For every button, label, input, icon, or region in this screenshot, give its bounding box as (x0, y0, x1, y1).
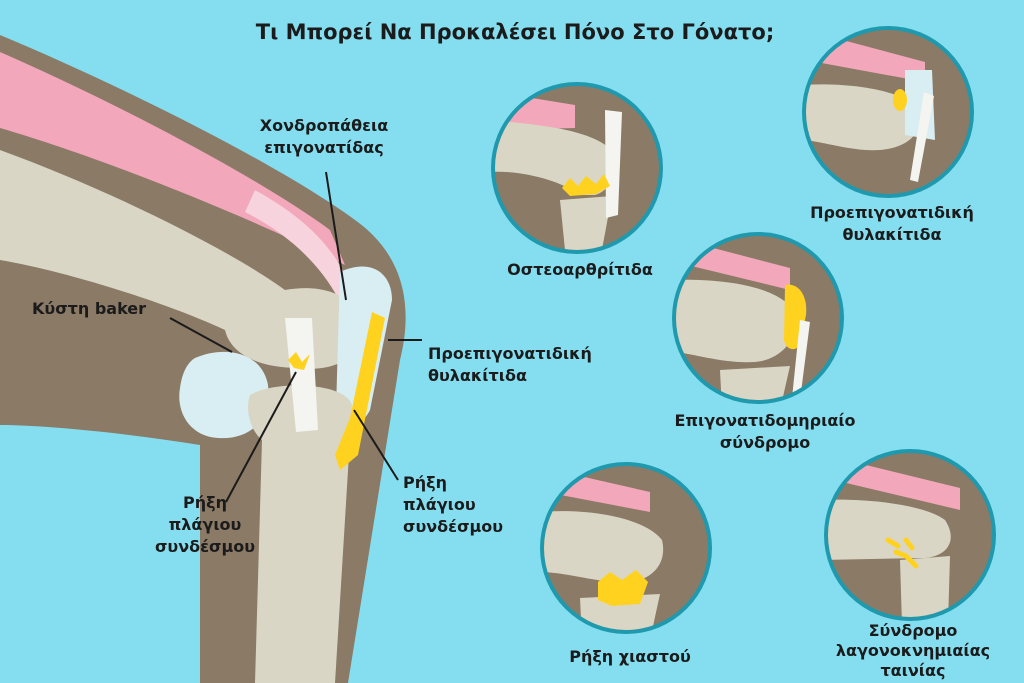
femur-bone (0, 150, 362, 369)
label-baker-cyst: Κύστη baker (32, 299, 147, 318)
label-osteoarthritis: Οστεοαρθρίτιδα (507, 260, 653, 279)
label-patellar-chondropathy: Χονδροπάθεια επιγονατίδας (259, 116, 389, 157)
bursa-highlight (335, 312, 385, 470)
label-prepatellar-bursitis: Προεπιγονατιδική θυλακίτιδα (428, 344, 592, 385)
muscle-tendon (245, 190, 352, 298)
inset-meniscus-tear (540, 462, 712, 634)
inset-patellofemoral-syndrome (672, 232, 844, 404)
label-inset-prepatellar-bursitis: Προεπιγονατιδική θυλακίτιδα (810, 203, 974, 244)
patella (336, 266, 392, 425)
label-patellofemoral-syndrome: Επιγονατιδομηριαίο σύνδρομο (674, 411, 856, 452)
label-it-band-syndrome: Σύνδρομο λαγονοκνημιαίας ταινίας (835, 621, 991, 680)
inset-it-band-syndrome (824, 449, 996, 621)
baker-cyst (179, 351, 269, 439)
ligament (285, 318, 318, 432)
inset-osteoarthritis (491, 82, 663, 254)
label-ligament-tear-left: Ρήξη πλάγιου συνδέσμου (154, 493, 256, 556)
main-knee-diagram (0, 35, 422, 683)
tibia-bone (248, 385, 352, 683)
ligament-tear (288, 352, 310, 370)
inset-prepatellar-bursitis (802, 26, 974, 198)
label-ligament-tear-right: Ρήξη πλάγιου συνδέσμου (403, 473, 504, 536)
page-title: Τι Μπορεί Να Προκαλέσει Πόνο Στο Γόνατο; (255, 20, 775, 44)
label-meniscus-tear: Ρήξη χιαστού (569, 647, 691, 666)
